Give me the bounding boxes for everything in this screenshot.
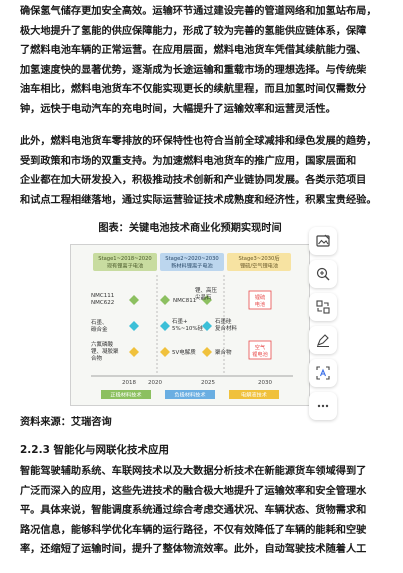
cathode-marker: [202, 295, 212, 305]
row1-left-line1: NMC111: [91, 293, 114, 299]
row2-left-line2: 碳合金: [91, 325, 108, 333]
electrolyte-marker: [129, 347, 139, 357]
paragraph-2: 此外，燃料电池货车零排放的环保特性也符合当前全球减排和绿色发展的趋势， 受到政策…: [20, 132, 377, 210]
legend-cathode-label: 正极材料技术: [110, 391, 141, 399]
row2-left-line1: 石墨、: [91, 319, 108, 326]
text-recognition-button[interactable]: [309, 359, 337, 387]
stage-2-box: [160, 253, 224, 271]
zoom-in-button[interactable]: [309, 260, 337, 288]
row1-right-line2: 电池: [255, 300, 265, 308]
year-label: 2018: [122, 380, 136, 386]
more-button[interactable]: [309, 392, 337, 420]
stage-1-box: [93, 253, 157, 271]
text-line: 了燃料电池车辆的正常运营。在应用层面，燃料电池货车凭借其续航能力强、: [20, 45, 367, 57]
pen-icon: [317, 334, 329, 347]
legend-cathode: [101, 390, 151, 399]
text-line: 智能驾驶辅助系统、车联网技术以及大数据分析技术在新能源货车领域得到了: [20, 466, 367, 477]
future-box: [248, 340, 272, 360]
zoom-in-icon: [316, 267, 330, 281]
text-recognition-icon: [316, 366, 330, 380]
row3-mid2: 聚合物: [215, 348, 232, 356]
text-line: 此外，燃料电池货车零排放的环保特性也符合当前全球减排和绿色发展的趋势，: [20, 136, 377, 147]
electrolyte-marker: [202, 347, 212, 357]
year-label: 2030: [258, 380, 272, 386]
legend-anode-label: 负极材料技术: [174, 391, 205, 399]
text-line: 企业都在加大研发投入，积极推动技术创新和产业链协同发展。各类示范项目: [20, 175, 367, 187]
legend-anode: [165, 390, 215, 399]
text-line: 油车相比，燃料电池货车不仅能实现更长的续航里程，而且加氢时间仅需数分: [20, 84, 367, 96]
text-line: 广泛而深入的应用，这些先进技术的融合极大地提升了运输效率和安全管理水: [20, 485, 367, 497]
row2-mid-line1: 石墨+: [172, 318, 188, 325]
source-note: 资料来源：艾瑞咨询: [20, 417, 112, 428]
row3-left-line1: 六氟磷酸: [91, 340, 114, 348]
figure-title: 图表：关键电池技术商业化预期实现时间: [98, 223, 282, 234]
text-line: 路况信息，能够科学优化车辆的运行路径，不仅有效降低了车辆的能耗和空驶: [20, 524, 367, 536]
legend-electrolyte: [229, 390, 279, 399]
pen-button[interactable]: [309, 326, 337, 354]
more-icon: [317, 404, 329, 408]
row3-mid: 5V电解质: [172, 348, 196, 356]
year-label: 2020: [148, 380, 162, 386]
row3-right-line1: 空气: [255, 343, 265, 351]
row2-mid2-line1: 石墨硅: [215, 317, 232, 325]
electrolyte-marker: [160, 347, 170, 357]
cathode-marker: [129, 295, 139, 305]
text-line: 极大地提升了氢能的供应保障能力，形成了较为完善的氢能供应链体系，保障: [20, 25, 367, 37]
year-label: 2025: [201, 380, 215, 386]
stage-3-box: [227, 253, 291, 271]
text-line: 加氢速度快的显著优势，逐渐成为长途运输和重载市场的理想选择。与传统柴: [20, 64, 367, 76]
text-line: 确保氢气储存更加安全高效。运输环节通过建设完善的管道网络和加氢站布局，: [20, 6, 377, 17]
row3-left-line2: 锂、凝胶聚: [91, 347, 119, 355]
timeline-graphic: Stage1~2018~2020 现有锂离子电池 Stage2~2020~203…: [91, 253, 293, 399]
stage-1-line2: 现有锂离子电池: [107, 262, 143, 270]
row2-mid-line2: 5%~10%硅: [172, 324, 204, 332]
text-line: 率，还缩短了运输时间，提升了整体物流效率。此外，自动驾驶技术随着人工: [20, 544, 367, 556]
anode-marker: [160, 321, 170, 331]
future-box: [248, 290, 272, 310]
row1-mid: NMC811: [173, 298, 196, 304]
paragraph-1: 确保氢气储存更加安全高效。运输环节通过建设完善的管道网络和加氢站布局， 极大地提…: [20, 2, 377, 120]
row1-right-line1: 锂硫: [255, 293, 265, 301]
anode-marker: [129, 321, 139, 331]
stage-1-line1: Stage1~2018~2020: [98, 256, 151, 262]
row3-right-line2: 锂电池: [252, 350, 268, 358]
stage-2-line1: Stage2~2020~2030: [165, 256, 218, 262]
image-edit-button[interactable]: [309, 227, 337, 255]
legend-electrolyte-label: 电解液技术: [241, 391, 267, 399]
text-line: 受到政策和市场的双重支持。为加速燃料电池货车的推广应用，国家层面和: [20, 155, 357, 167]
image-edit-icon: [316, 234, 330, 247]
paragraph-3: 智能驾驶辅助系统、车联网技术以及大数据分析技术在新能源货车领域得到了 广泛而深入…: [20, 462, 367, 560]
text-line: 钟，远快于电动汽车的充电时间，大幅提升了运输效率和运营灵活性。: [20, 103, 336, 115]
cathode-marker: [160, 295, 170, 305]
convert-button[interactable]: [309, 293, 337, 321]
row3-left-line3: 合物: [91, 354, 103, 362]
stage-2-line2: 新材料锂离子电池: [171, 262, 213, 270]
battery-timeline-figure[interactable]: Stage1~2018~2020 现有锂离子电池 Stage2~2020~203…: [70, 244, 310, 406]
row1-mid2-line2: 尖晶石: [195, 293, 212, 301]
row1-left-line2: NMC622: [91, 300, 114, 306]
convert-icon: [316, 300, 330, 314]
stage-3-line1: Stage3~2030后: [238, 254, 279, 262]
section-heading: 2.2.3 智能化与网联化技术应用: [20, 444, 170, 456]
text-line: 平。具体来说，智能调度系统通过综合考虑交通状况、车辆状态、货物需求和: [20, 505, 367, 517]
text-line: 和试点工程相继落地，通过实际运营验证技术成熟度和经济性，积累宝贵经验。: [20, 194, 377, 206]
anode-marker: [202, 321, 212, 331]
row1-mid2-line1: 锂、高压: [195, 286, 218, 294]
stage-3-line2: 锂硫/空气锂电池: [240, 262, 278, 270]
row2-mid2-line2: 复合材料: [215, 324, 238, 332]
